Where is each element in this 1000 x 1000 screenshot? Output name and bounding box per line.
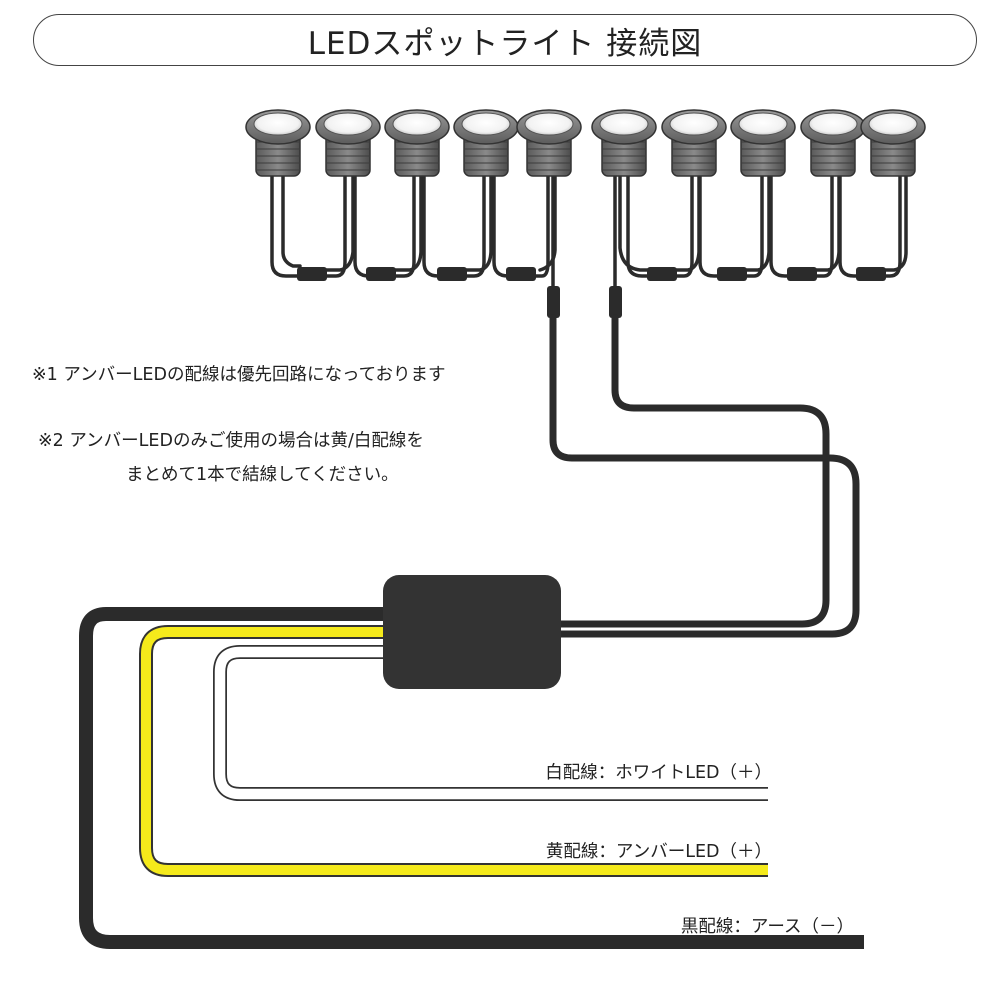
spotlight	[860, 109, 926, 177]
spotlight-cables	[270, 168, 908, 288]
spotlight	[384, 109, 450, 177]
inline-connectors	[297, 267, 886, 318]
spotlight	[245, 109, 311, 177]
spotlight	[730, 109, 796, 177]
note-2-line-2: まとめて1本で結線してください。	[126, 465, 399, 485]
spotlight	[453, 109, 519, 177]
spotlight	[800, 109, 866, 177]
output-wires	[79, 607, 864, 949]
spotlights	[245, 109, 926, 177]
page-title: LEDスポットライト 接続図	[307, 25, 703, 62]
spotlight	[591, 109, 657, 177]
note-1: ※1 アンバーLEDの配線は優先回路になっております	[32, 365, 446, 385]
note-2-line-1: ※2 アンバーLEDのみご使用の場合は黄/白配線を	[38, 431, 424, 451]
spotlight	[516, 109, 582, 177]
spotlight	[661, 109, 727, 177]
white-wire-label: 白配線：ホワイトLED（＋）	[545, 763, 772, 783]
spotlight	[315, 109, 381, 177]
yellow-wire-label: 黄配線：アンバーLED（＋）	[545, 842, 772, 862]
black-wire-label: 黒配線：アース（－）	[680, 917, 854, 937]
controller-box	[383, 575, 561, 689]
trunk-cables	[549, 314, 860, 638]
title-box: LEDスポットライト 接続図	[33, 14, 977, 66]
